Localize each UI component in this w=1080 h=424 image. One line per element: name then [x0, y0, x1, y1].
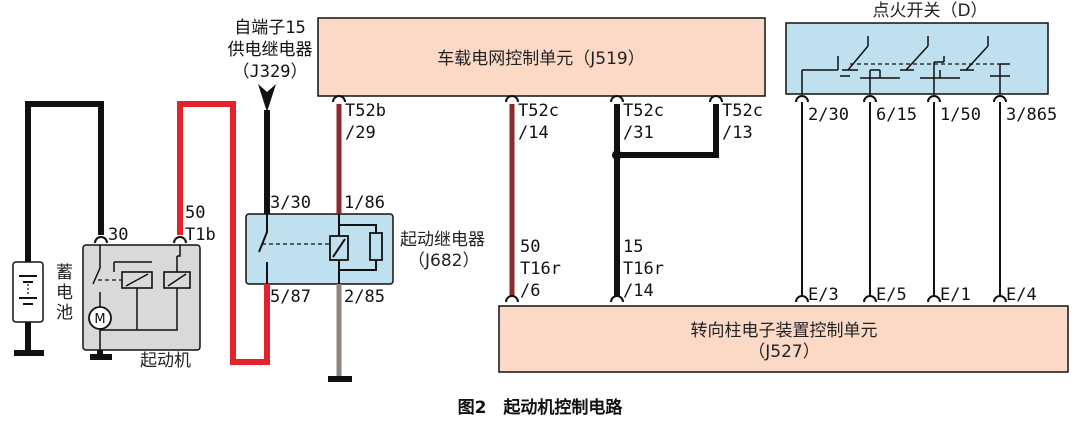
wire-battery-positive [25, 101, 104, 262]
pin-sw-2-30: 2/30 [808, 105, 849, 125]
start-relay-j682: 起动继电器 （J682） [245, 213, 485, 285]
pin-sw-1-50: 1/50 [940, 105, 981, 125]
source-note-line1: 自端子15 [234, 18, 305, 38]
source-note-line2: 供电继电器 [228, 40, 313, 60]
pin-t52c-c: T52c [722, 101, 763, 121]
pin-t16r14-num: 15 [623, 237, 643, 257]
ignition-switch-contacts-icon [801, 36, 1010, 94]
pin-sw-3-865: 3/865 [1006, 105, 1057, 125]
pin-t52b-29: /29 [345, 123, 376, 143]
wire-t52c13-join [617, 104, 719, 158]
pin-t16r14-conn: T16r [623, 259, 664, 279]
starter-motor: M 起动机 [82, 244, 201, 371]
pin-starter-50: 50 [185, 203, 205, 223]
pin-relay-5-87: 5/87 [270, 287, 311, 307]
pin-sw-6-15: 6/15 [876, 105, 917, 125]
pin-t52c-31: /31 [623, 123, 654, 143]
j519-title: 车载电网控制单元（J519） [437, 49, 644, 69]
arrow-down-icon [258, 84, 276, 112]
pin-t52c-14: /14 [518, 123, 549, 143]
battery-char-2: 电 [56, 283, 73, 303]
start-relay-title: 起动继电器 [400, 230, 485, 250]
pin-e4: E/4 [1006, 285, 1037, 305]
figure-caption: 图2 起动机控制电路 [458, 397, 624, 418]
pin-e5: E/5 [876, 285, 907, 305]
pin-relay-2-85: 2/85 [344, 287, 385, 307]
battery-char-1: 蓄 [56, 263, 73, 283]
starter-title: 起动机 [140, 351, 191, 371]
j527-module: 转向柱电子装置控制单元 （J527） [498, 305, 1069, 373]
j527-title: 转向柱电子装置控制单元 [691, 321, 878, 341]
wire-battery-ground [14, 322, 44, 356]
wire-starter-ground [90, 350, 112, 360]
j519-module: 车载电网控制单元（J519） [317, 17, 766, 97]
pin-t16r14-pin: /14 [623, 281, 654, 301]
pin-relay-1-86: 1/86 [344, 193, 385, 213]
pin-starter-t1b: T1b [185, 225, 216, 245]
pin-t52c-13: /13 [722, 123, 753, 143]
motor-icon: M [94, 312, 105, 327]
pin-relay-3-30: 3/30 [270, 193, 311, 213]
pin-t52b: T52b [345, 101, 386, 121]
battery-char-3: 池 [56, 303, 73, 323]
wire-starter-50-to-relay-87 [177, 101, 270, 365]
j329-source-note: 自端子15 供电继电器 （J329） [228, 18, 313, 82]
j527-code: （J527） [748, 342, 819, 362]
ignition-switch-title: 点火开关（D） [872, 1, 987, 21]
pin-t52c-b: T52c [623, 101, 664, 121]
source-note-line3: （J329） [233, 62, 308, 82]
ignition-switch: 点火开关（D） [785, 1, 1049, 95]
start-relay-code: （J682） [408, 251, 479, 271]
pin-e3: E/3 [808, 285, 839, 305]
battery: 蓄 电 池 [12, 261, 73, 323]
pin-t16r6-num: 50 [520, 237, 540, 257]
pin-t52c-a: T52c [518, 101, 559, 121]
pin-t16r6-conn: T16r [520, 259, 561, 279]
pin-e1: E/1 [940, 285, 971, 305]
connector-marks [94, 95, 1007, 303]
pin-t16r6-pin: /6 [520, 281, 540, 301]
pin-starter-30: 30 [108, 225, 128, 245]
